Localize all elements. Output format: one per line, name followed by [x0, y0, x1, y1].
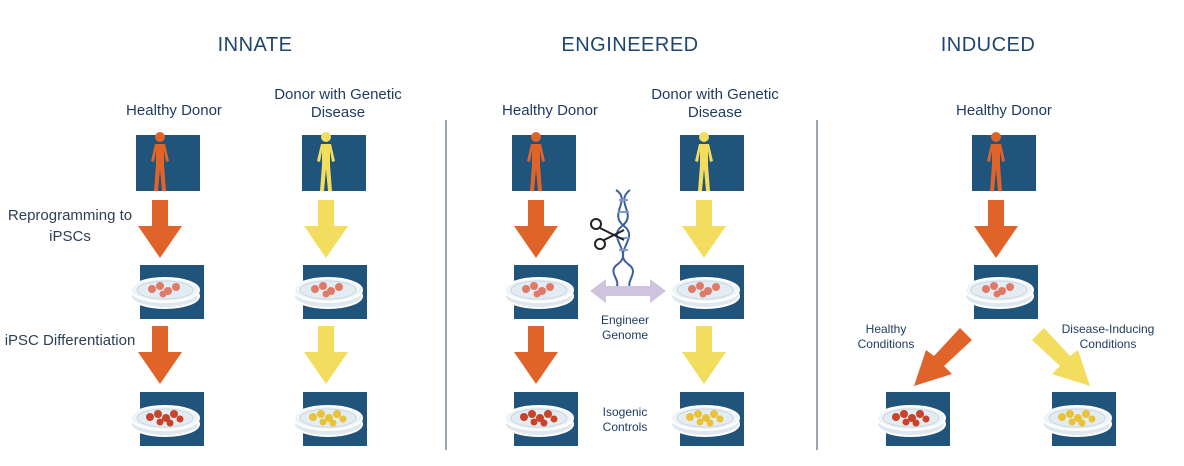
innate-healthy-arrow-2 — [138, 326, 182, 384]
engineered-disease-donor-box — [680, 132, 744, 191]
engineered-disease-donor-label: Donor with Genetic Disease — [651, 86, 779, 121]
innate-title: INNATE — [217, 34, 293, 56]
engineered-disease-differentiated-dish — [670, 392, 744, 446]
engineered-healthy-donor-label: Healthy Donor — [502, 102, 598, 119]
engineered-disease-ipsc-dish — [670, 265, 744, 319]
engineered-healthy-donor-box — [512, 132, 576, 191]
engineered-disease-arrow-1 — [682, 200, 726, 258]
induced-healthy-donor-label: Healthy Donor — [956, 102, 1052, 119]
induced-title: INDUCED — [940, 34, 1036, 56]
induced-healthy-diagonal-arrow — [914, 328, 972, 386]
panel-divider-right — [816, 120, 818, 450]
innate-disease-donor-box — [302, 132, 366, 191]
differentiation-label: iPSC Differentiation — [4, 332, 136, 349]
induced-healthy-donor-box — [972, 132, 1036, 191]
engineered-healthy-differentiated-dish — [504, 392, 578, 446]
engineered-title: ENGINEERED — [561, 34, 699, 56]
induced-disease-diagonal-arrow — [1032, 328, 1090, 386]
induced-arrow-1 — [974, 200, 1018, 258]
innate-disease-donor-label: Donor with Genetic Disease — [274, 86, 402, 121]
innate-healthy-donor-box — [136, 132, 200, 191]
innate-healthy-ipsc-dish — [130, 265, 204, 319]
panel-divider-left — [445, 120, 447, 450]
disease-conditions-label: Disease-Inducing Conditions — [1061, 322, 1155, 351]
innate-disease-ipsc-dish — [293, 265, 367, 319]
engineered-healthy-ipsc-dish — [504, 265, 578, 319]
healthy-conditions-label: Healthy Conditions — [857, 322, 915, 351]
induced-healthy-differentiated-dish — [876, 392, 950, 446]
engineered-healthy-arrow-2 — [514, 326, 558, 384]
scissors-icon — [590, 218, 625, 250]
innate-disease-differentiated-dish — [293, 392, 367, 446]
innate-healthy-arrow-1 — [138, 200, 182, 258]
engineered-healthy-arrow-1 — [514, 200, 558, 258]
isogenic-controls-label: Isogenic Controls — [602, 405, 648, 434]
induced-disease-differentiated-dish — [1042, 392, 1116, 446]
engineer-genome-double-arrow — [590, 279, 666, 303]
induced-ipsc-dish — [964, 265, 1038, 319]
engineer-genome-label: Engineer Genome — [600, 313, 650, 342]
innate-disease-arrow-1 — [304, 200, 348, 258]
reprogramming-label: Reprogramming to iPSCs — [7, 207, 133, 245]
innate-disease-arrow-2 — [304, 326, 348, 384]
innate-healthy-donor-label: Healthy Donor — [126, 102, 222, 119]
engineered-disease-arrow-2 — [682, 326, 726, 384]
innate-healthy-differentiated-dish — [130, 392, 204, 446]
